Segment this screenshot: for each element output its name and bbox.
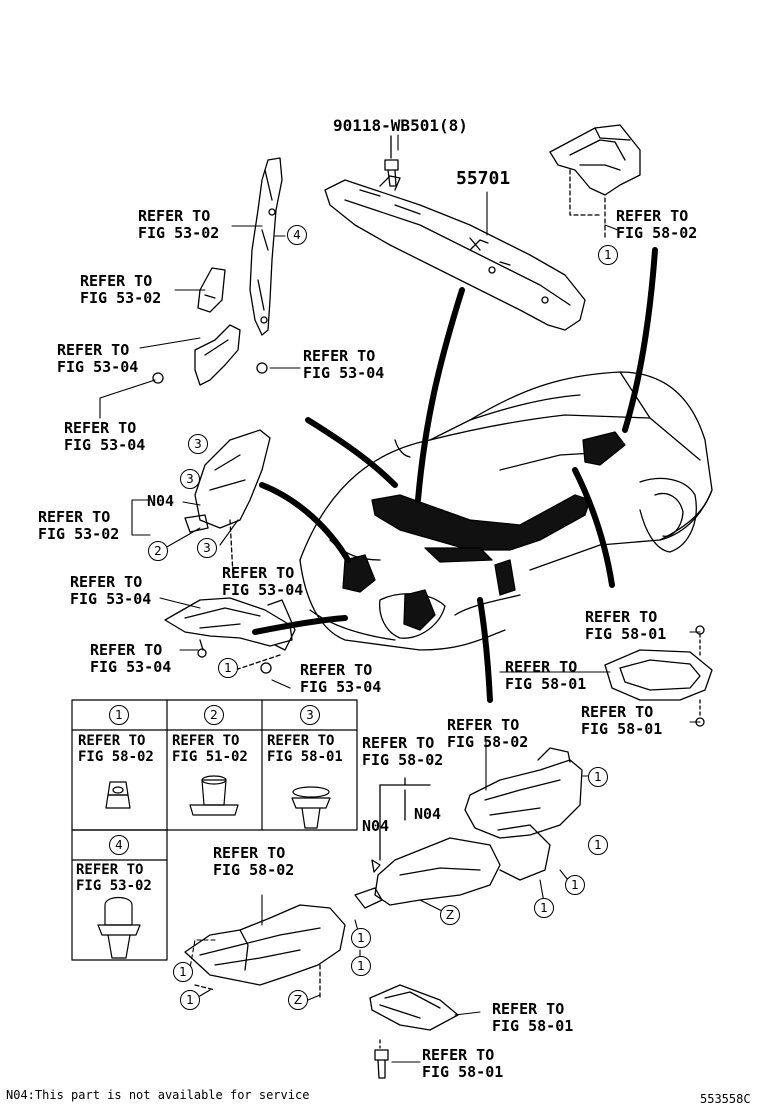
- legend-callout-1: 1: [109, 705, 129, 725]
- legend-callout-2: 2: [204, 705, 224, 725]
- callout-4: 4: [287, 225, 307, 245]
- assembly-arrows: [252, 247, 658, 703]
- callout-1-top: 1: [598, 245, 618, 265]
- legend-table: [71, 699, 358, 961]
- n04-label-left: N04: [147, 492, 175, 510]
- bracket-part-4: [249, 157, 283, 336]
- callout-3-b: 3: [180, 469, 200, 489]
- callout-1-r4: 1: [534, 898, 554, 918]
- callout-z-right: Z: [440, 905, 460, 925]
- callout-1-bl1: 1: [173, 962, 193, 982]
- small-bracket-left: [197, 267, 226, 313]
- nut-left: [152, 362, 268, 384]
- n04-label-lower-b: N04: [414, 805, 442, 823]
- callout-1-r1: 1: [588, 767, 608, 787]
- bracket-53-04: [194, 324, 241, 386]
- cover-right-58-01: [604, 625, 713, 727]
- bolt-90118: [384, 135, 399, 187]
- insulator-top-right: [549, 124, 641, 241]
- callout-1-r2: 1: [588, 835, 608, 855]
- callout-3-c: 3: [197, 538, 217, 558]
- legend-callout-3: 3: [300, 705, 320, 725]
- callout-1-left: 1: [218, 658, 238, 678]
- insulator-lower-right: [354, 747, 583, 909]
- label-bolt-90118: 90118-WB501(8): [333, 116, 468, 135]
- callout-2: 2: [148, 541, 168, 561]
- installed-parts-silhouette: [342, 431, 626, 631]
- insulator-bottom-left: [184, 904, 346, 1001]
- plate-58-01: [369, 984, 459, 1031]
- bolt-bottom: [374, 1039, 389, 1079]
- callout-z-left: Z: [288, 990, 308, 1010]
- label-part-55701: 55701: [456, 168, 511, 189]
- n04-label-lower-a: N04: [362, 817, 390, 835]
- callout-1-r3: 1: [565, 875, 585, 895]
- callout-1-m1: 1: [351, 928, 371, 948]
- insulator-middle-left: [184, 429, 271, 576]
- legend-callout-4: 4: [109, 835, 129, 855]
- insulator-lower-left: [164, 597, 296, 674]
- leader-lines: [99, 134, 701, 1063]
- panel-55701: [324, 175, 586, 331]
- figure-id: 553558C: [700, 1092, 751, 1106]
- callout-1-m2: 1: [351, 956, 371, 976]
- footnote: N04:This part is not available for servi…: [6, 1088, 310, 1102]
- callout-3-a: 3: [188, 434, 208, 454]
- callout-1-bl2: 1: [180, 990, 200, 1010]
